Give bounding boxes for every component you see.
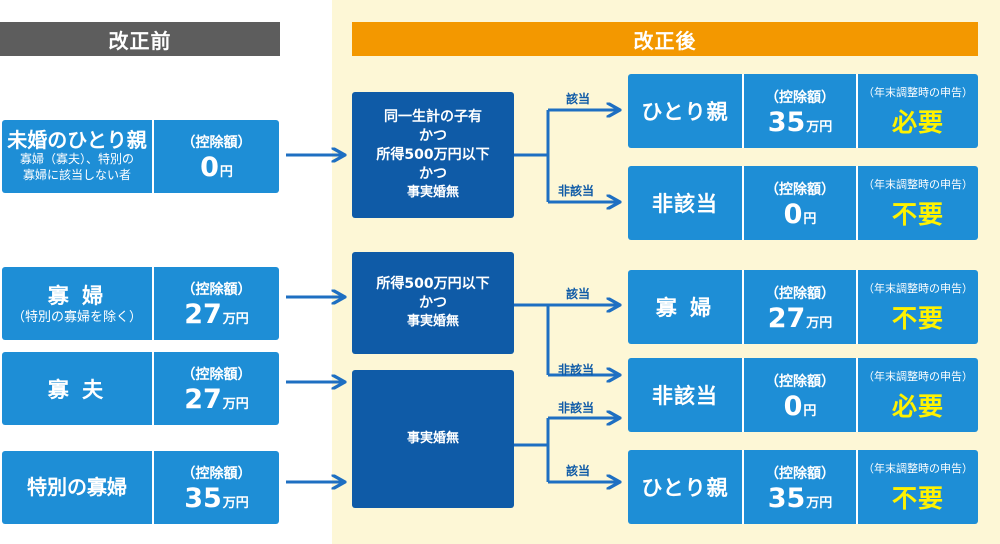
before-note: （特別の寡婦を除く） xyxy=(11,310,142,326)
deduction-label: （控除額） xyxy=(765,373,835,390)
report-requirement: 必要 xyxy=(891,391,944,421)
before-note: 寡婦に該当しない者 xyxy=(22,168,131,182)
after-title: ひとり親 xyxy=(641,476,729,500)
before-card-widower: 寡 夫 （控除額） 27万円 xyxy=(2,352,279,425)
deduction-amount: 27万円 xyxy=(767,302,833,334)
deduction-label: （控除額） xyxy=(181,367,252,383)
report-requirement: 必要 xyxy=(891,107,944,137)
deduction-amount: 27万円 xyxy=(184,299,249,330)
after-card-not-applicable: 非該当 （控除額） 0円 （年末調整時の申告） 必要 xyxy=(628,358,978,432)
deduction-label: （控除額） xyxy=(765,285,835,302)
before-card-widow: 寡 婦 （特別の寡婦を除く） （控除額） 27万円 xyxy=(2,267,279,340)
deduction-label: （控除額） xyxy=(181,135,252,151)
before-header: 改正前 xyxy=(0,22,280,56)
branch-label-applicable: 該当 xyxy=(566,464,591,478)
after-title: 非該当 xyxy=(652,192,718,216)
deduction-amount: 27万円 xyxy=(184,384,249,415)
report-requirement: 不要 xyxy=(891,199,944,229)
before-title: 特別の寡婦 xyxy=(27,475,127,499)
deduction-amount: 35万円 xyxy=(184,483,249,514)
branch-label-applicable: 該当 xyxy=(566,92,591,106)
report-label: （年末調整時の申告） xyxy=(863,177,973,191)
before-card-special-widow: 特別の寡婦 （控除額） 35万円 xyxy=(2,451,279,524)
deduction-amount: 35万円 xyxy=(767,106,833,138)
deduction-amount: 0円 xyxy=(783,390,817,422)
before-title: 寡 夫 xyxy=(47,377,107,402)
report-requirement: 不要 xyxy=(891,303,944,333)
branch-label-applicable: 該当 xyxy=(566,287,591,301)
after-card-widow: 寡 婦 （控除額） 27万円 （年末調整時の申告） 不要 xyxy=(628,270,978,344)
report-label: （年末調整時の申告） xyxy=(863,85,973,99)
after-card-not-applicable: 非該当 （控除額） 0円 （年末調整時の申告） 不要 xyxy=(628,166,978,240)
condition-box-single-parent: 同一生計の子有 かつ 所得500万円以下 かつ 事実婚無 xyxy=(352,92,514,218)
after-card-single-parent: ひとり親 （控除額） 35万円 （年末調整時の申告） 不要 xyxy=(628,450,978,524)
report-label: （年末調整時の申告） xyxy=(863,281,973,295)
after-header: 改正後 xyxy=(352,22,978,56)
after-title: ひとり親 xyxy=(641,100,729,124)
branch-label-not-applicable: 非該当 xyxy=(558,401,595,415)
deduction-label: （控除額） xyxy=(765,89,835,106)
report-label: （年末調整時の申告） xyxy=(863,369,973,383)
before-card-unmarried-single-parent: 未婚のひとり親 寡婦（寡夫）、特別の 寡婦に該当しない者 （控除額） 0円 xyxy=(2,120,279,193)
after-title: 非該当 xyxy=(652,384,718,408)
condition-box-widower-special: 事実婚無 xyxy=(352,370,514,508)
deduction-amount: 35万円 xyxy=(767,482,833,514)
deduction-label: （控除額） xyxy=(181,282,252,298)
report-label: （年末調整時の申告） xyxy=(863,461,973,475)
deduction-label: （控除額） xyxy=(181,466,252,482)
condition-box-widow: 所得500万円以下 かつ 事実婚無 xyxy=(352,252,514,354)
before-title: 寡 婦 xyxy=(47,284,107,309)
deduction-label: （控除額） xyxy=(765,181,835,198)
after-card-single-parent: ひとり親 （控除額） 35万円 （年末調整時の申告） 必要 xyxy=(628,74,978,148)
before-title: 未婚のひとり親 xyxy=(7,128,147,153)
branch-label-not-applicable: 非該当 xyxy=(558,184,595,198)
deduction-amount: 0円 xyxy=(200,152,233,183)
deduction-amount: 0円 xyxy=(783,198,817,230)
before-note: 寡婦（寡夫）、特別の xyxy=(19,152,134,167)
branch-label-not-applicable: 非該当 xyxy=(558,363,595,377)
after-title: 寡 婦 xyxy=(655,296,715,320)
report-requirement: 不要 xyxy=(891,483,944,513)
deduction-label: （控除額） xyxy=(765,465,835,482)
